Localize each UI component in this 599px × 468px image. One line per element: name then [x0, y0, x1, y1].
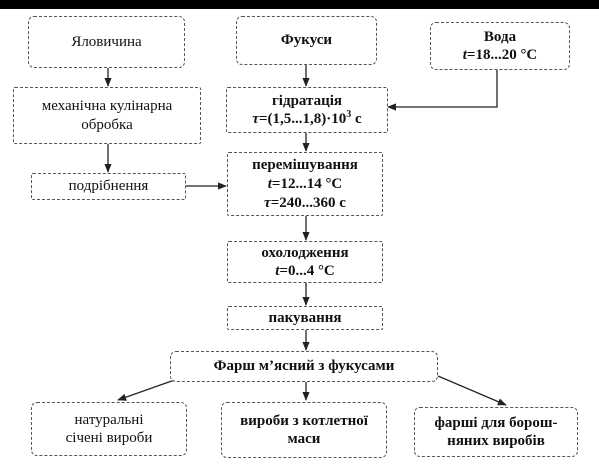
node-packing-label: пакування	[268, 309, 342, 326]
node-out3-line1: фарші для борош-	[434, 415, 558, 431]
node-cooling-label: охолодження	[261, 245, 349, 261]
node-out1: натуральні сiченi вироби	[31, 402, 187, 456]
node-hydration-time: τ=(1,5...1,8)·103 с	[252, 109, 362, 128]
node-fucus: Фукуси	[236, 16, 377, 65]
node-mixing: перемішування t=12...14 °C τ=240...360 с	[227, 152, 383, 216]
node-out1-line2: сiченi вироби	[65, 430, 153, 446]
node-out3-line2: няних виробів	[447, 433, 545, 449]
node-mech-line1: механічна кулінарна	[41, 97, 173, 114]
node-out2-line1: вироби з котлетної	[240, 413, 368, 429]
arrow-product-to-out3	[437, 375, 507, 406]
node-mech-line2: обробка	[81, 116, 133, 133]
node-out2-line2: маси	[287, 431, 321, 447]
node-hydration: гідратація τ=(1,5...1,8)·103 с	[226, 87, 388, 133]
node-mixing-temp: t=12...14 °C	[267, 175, 343, 192]
node-beef: Яловичина	[28, 16, 185, 68]
node-product-label: Фарш м’ясний з фукусами	[213, 358, 395, 374]
node-beef-label: Яловичина	[71, 33, 142, 50]
node-packing: пакування	[227, 306, 383, 330]
node-out1-line1: натуральні	[74, 412, 144, 428]
node-product: Фарш м’ясний з фукусами	[170, 351, 438, 382]
node-mixing-label: перемішування	[252, 156, 358, 173]
node-cooling-temp: t=0...4 °C	[275, 263, 335, 279]
node-water: Вода t=18...20 °C	[430, 22, 570, 70]
node-grinding: подрібнення	[31, 173, 186, 200]
node-fucus-label: Фукуси	[280, 32, 333, 48]
node-cooling: охолодження t=0...4 °C	[227, 241, 383, 283]
node-out2: вироби з котлетної маси	[221, 402, 387, 458]
arrow-water-to-hydration	[387, 70, 498, 111]
node-hydration-label: гідратація	[272, 93, 342, 109]
node-water-label: Вода	[483, 29, 517, 45]
node-water-temp: t=18...20 °C	[462, 47, 538, 63]
node-mech: механічна кулінарна обробка	[13, 87, 201, 144]
node-mixing-time: τ=240...360 с	[264, 194, 346, 211]
top-black-bar	[0, 0, 599, 9]
node-out3: фарші для борош- няних виробів	[414, 407, 578, 457]
node-grinding-label: подрібнення	[68, 178, 149, 194]
